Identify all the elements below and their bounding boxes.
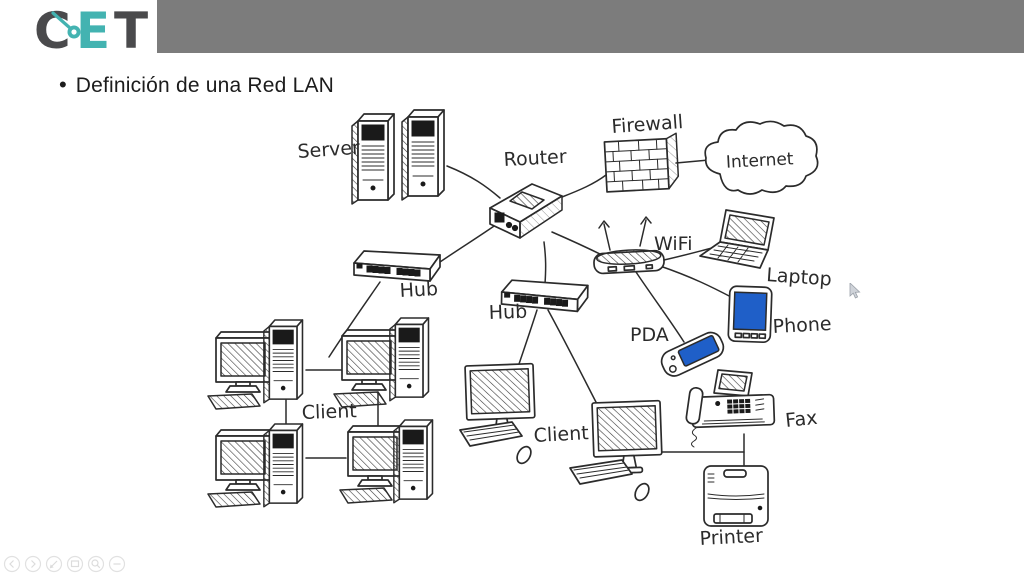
next-button[interactable] [24,555,42,573]
phone-label: Phone [772,313,832,338]
hub-mid-label: Hub [488,301,527,324]
cet-logo-icon: C E T [34,2,148,60]
hub-top-label: Hub [399,278,438,302]
collapse-button[interactable] [108,555,126,573]
client-left-label: Client [301,400,357,424]
firewall-label: Firewall [611,111,684,138]
hub-top [353,250,441,282]
pen-icon [45,555,63,573]
server-towers [351,109,445,205]
router-label: Router [503,146,567,171]
header-bar [157,0,1024,53]
client-mid-label: Client [533,422,589,447]
logo-letter-t: T [114,2,148,58]
logo-letter-e: E [76,2,110,58]
pda [660,331,725,377]
laptop [699,209,775,269]
cet-logo: C E T [22,2,162,63]
zoom-button[interactable] [87,555,105,573]
next-icon [24,555,42,573]
previous-icon [3,555,21,573]
slides-icon [66,555,84,573]
bullet-glyph: • [59,72,67,97]
pen-button[interactable] [45,555,63,573]
laptop-label: Laptop [766,264,833,291]
zoom-icon [87,555,105,573]
printer-label: Printer [699,525,763,550]
page-title: Definición de una Red LAN [75,74,335,97]
phone [727,285,773,344]
collapse-icon [108,555,126,573]
wifi-label: WiFi [654,233,692,255]
slides-button[interactable] [66,555,84,573]
internet-label: Internet [726,149,795,173]
player-controls [3,555,126,573]
printer [703,465,769,527]
mouse-cursor-icon [849,282,863,306]
client-group-mid [459,362,664,502]
fax-handset [685,386,704,425]
previous-button[interactable] [3,555,21,573]
router [489,183,563,239]
pda-label: PDA [630,324,669,346]
logo-pen-icon [51,11,81,39]
fax-label: Fax [784,407,818,432]
network-wires [285,159,745,467]
slide-title-row: • Definición de una Red LAN [59,72,334,99]
fax-machine [685,369,776,448]
server-label: Server [297,137,361,163]
wifi-access-point [593,216,665,275]
firewall [603,132,680,193]
internet-cloud [704,120,819,195]
